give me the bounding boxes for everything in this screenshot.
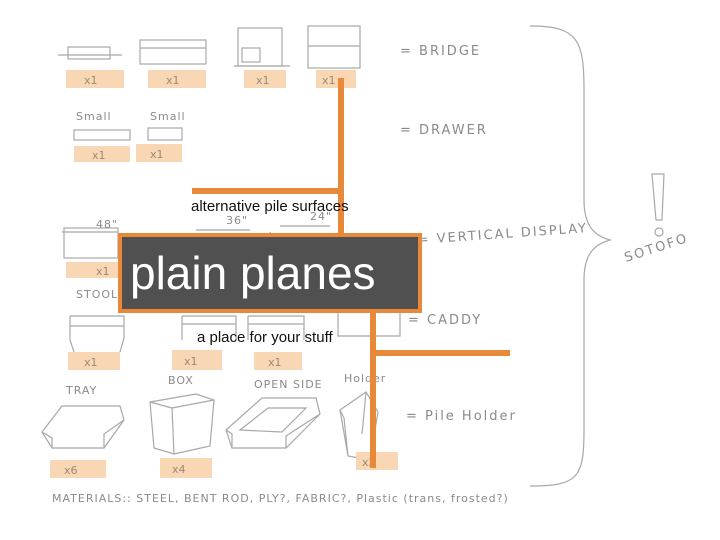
qty-caddy-2: x1 (184, 355, 198, 368)
bridge-sketch-3 (234, 27, 290, 67)
category-caddy: = CADDY (408, 313, 482, 328)
tray-label: TRAY (65, 384, 97, 397)
drawer-sketch-1 (73, 129, 131, 141)
qty-tray: x6 (64, 464, 78, 477)
open-side-label: OPEN SIDE (254, 378, 323, 391)
connector-line-bottom-vertical (370, 310, 376, 468)
connector-line-top-vertical (338, 78, 344, 236)
holder-label: Holder (344, 372, 386, 385)
qty-bridge-2: x1 (166, 74, 180, 87)
caption-bottom: a place for your stuff (197, 329, 333, 346)
dim-label-48: 48" (96, 218, 118, 231)
quantity-tags (50, 70, 398, 478)
title-box: plain planes (118, 233, 422, 313)
category-vertical-display: = VERTICAL DISPLAY (417, 221, 588, 248)
qty-drawer-1: x1 (92, 149, 106, 162)
bridge-sketch-4 (307, 25, 361, 69)
box-label: BOX (168, 374, 194, 387)
materials-note: MATERIALS:: STEEL, BENT ROD, PLY?, FABRI… (52, 492, 509, 505)
stool-label: STOOL (76, 288, 118, 301)
box-sketch (149, 393, 215, 455)
caption-top: alternative pile surfaces (191, 198, 349, 215)
qty-bridge-4: x1 (322, 74, 336, 87)
qty-box: x4 (172, 463, 186, 476)
exclamation-icon (651, 173, 665, 221)
qty-caddy-1: x1 (84, 356, 98, 369)
category-bridge: = BRIDGE (400, 44, 481, 59)
qty-drawer-2: x1 (150, 148, 164, 161)
connector-line-top-horizontal (192, 188, 344, 194)
category-drawer: = DRAWER (400, 123, 488, 138)
dim-label-24: 24" (310, 210, 332, 223)
bridge-sketch-2 (139, 39, 207, 65)
size-label-small-1: Small (76, 110, 112, 123)
aside-note: SOTOFO (623, 231, 691, 266)
qty-bridge-1: x1 (84, 74, 98, 87)
bridge-sketch-1 (58, 46, 122, 60)
tray-sketch (41, 405, 125, 449)
dim-label-36: 36" (226, 214, 248, 227)
connector-line-bottom-horizontal (370, 350, 510, 356)
qty-bridge-3: x1 (256, 74, 270, 87)
curly-brace (529, 25, 613, 487)
qty-caddy-3: x1 (268, 356, 282, 369)
page-title: plain planes (130, 247, 376, 299)
caddy-sketch (69, 299, 401, 353)
drawer-sketch-2 (147, 127, 183, 141)
size-label-small-2: Small (150, 110, 186, 123)
open-side-sketch (225, 397, 321, 449)
category-pile-holder: = Pile Holder (406, 409, 517, 424)
qty-vertical-display: x1 (96, 265, 110, 278)
